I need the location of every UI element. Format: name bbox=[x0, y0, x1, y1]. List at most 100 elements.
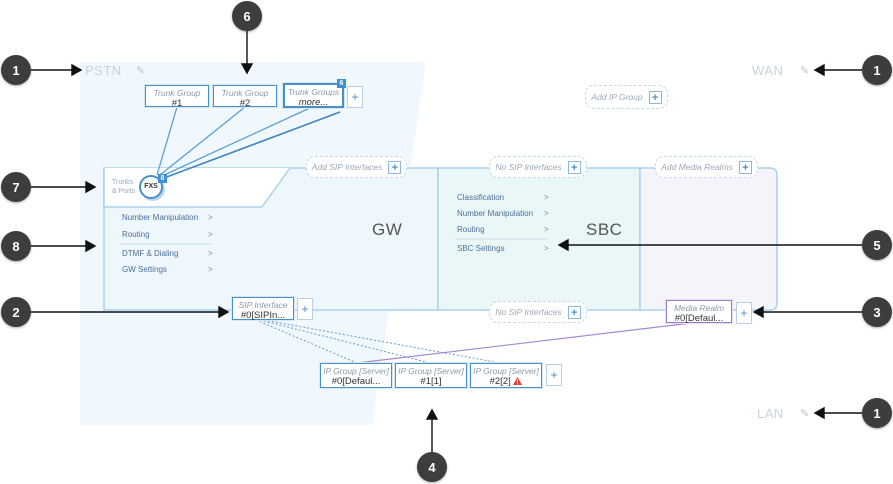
trunk-line-3 bbox=[161, 106, 313, 177]
trunk-group-title: Trunk Groups bbox=[287, 87, 340, 97]
no-sip-interfaces-label: No SIP Interfaces bbox=[495, 162, 562, 172]
media-realm-0[interactable]: Media Realm #0[Defaul... bbox=[666, 300, 732, 324]
ip-group-value-row: #2[2] bbox=[471, 376, 541, 388]
wan-edit-icon[interactable]: ✎ bbox=[800, 65, 810, 77]
gw-menu-routing[interactable]: Routing > bbox=[122, 230, 213, 239]
sip-link-1 bbox=[259, 319, 431, 364]
chevron-right-icon: > bbox=[208, 249, 213, 258]
callout-5: 5 bbox=[862, 230, 892, 260]
add-media-realms-label: Add Media Realms bbox=[661, 162, 733, 172]
callout-7: 7 bbox=[1, 172, 31, 202]
sip-interface-0[interactable]: SIP Interface #0[SIPIn... bbox=[232, 297, 294, 321]
menu-item-label: Number Manipulation bbox=[122, 213, 199, 222]
ip-group-title: IP Group [Server] bbox=[323, 366, 389, 376]
menu-item-label: Routing bbox=[122, 230, 150, 239]
chevron-right-icon: > bbox=[544, 244, 549, 253]
ip-group-value: #2[2] bbox=[489, 376, 511, 387]
warning-icon bbox=[513, 377, 523, 385]
trunk-group-title: Trunk Group bbox=[153, 88, 201, 98]
no-sip-interfaces-label: No SIP Interfaces bbox=[495, 307, 562, 317]
callout-8: 8 bbox=[1, 231, 31, 261]
ip-group-1[interactable]: IP Group [Server] #1[1] bbox=[395, 363, 467, 388]
add-ip-group-button[interactable]: + bbox=[648, 90, 662, 104]
gw-menu-dtmf-dialing[interactable]: DTMF & Dialing > bbox=[122, 249, 213, 258]
trunk-line-4 bbox=[163, 111, 341, 179]
menu-item-label: Classification bbox=[457, 193, 505, 202]
trunk-group-title: Trunk Group bbox=[221, 88, 269, 98]
menu-item-label: Routing bbox=[457, 225, 485, 234]
callout-2: 2 bbox=[1, 297, 31, 327]
callout-arrows bbox=[31, 30, 862, 452]
callout-1-lan: 1 bbox=[862, 398, 892, 428]
gw-menu-gw-settings[interactable]: GW Settings > bbox=[122, 265, 213, 274]
add-media-realms-box[interactable]: Add Media Realms + bbox=[655, 156, 758, 178]
trunk-groups-more[interactable]: Trunk Groups more... bbox=[283, 83, 344, 108]
lan-zone-label: LAN bbox=[757, 406, 784, 421]
add-ip-group-lan-button[interactable]: + bbox=[546, 364, 562, 386]
add-sbc-lan-sip-interface-button[interactable]: + bbox=[567, 305, 581, 319]
no-sip-interfaces-bottom-box[interactable]: No SIP Interfaces + bbox=[489, 301, 587, 323]
trunk-group-1[interactable]: Trunk Group #1 bbox=[145, 85, 209, 109]
chevron-right-icon: > bbox=[544, 193, 549, 202]
chevron-right-icon: > bbox=[208, 213, 213, 222]
pstn-zone-label: PSTN bbox=[85, 63, 122, 78]
chevron-right-icon: > bbox=[208, 230, 213, 239]
callout-3: 3 bbox=[862, 297, 892, 327]
sip-interface-title: SIP Interface bbox=[238, 300, 288, 310]
ip-group-0[interactable]: IP Group [Server] #0[Defaul... bbox=[320, 363, 392, 388]
add-ip-group-box[interactable]: Add IP Group + bbox=[585, 85, 668, 109]
menu-item-label: SBC Settings bbox=[457, 244, 505, 253]
fxs-count-badge: 8 bbox=[158, 174, 167, 183]
add-sip-interfaces-label: Add SIP Interfaces bbox=[311, 162, 383, 172]
fxs-label: FXS bbox=[144, 183, 158, 190]
sbc-menu-number-manipulation[interactable]: Number Manipulation > bbox=[457, 209, 549, 218]
chevron-right-icon: > bbox=[208, 265, 213, 274]
chevron-right-icon: > bbox=[544, 209, 549, 218]
add-media-realms-button[interactable]: + bbox=[738, 160, 752, 174]
callout-4: 4 bbox=[417, 452, 447, 482]
trunk-line-1 bbox=[156, 106, 178, 176]
add-sip-interface-button[interactable]: + bbox=[297, 298, 313, 320]
trunk-group-2[interactable]: Trunk Group #2 bbox=[213, 85, 277, 109]
sbc-menu-classification[interactable]: Classification > bbox=[457, 193, 549, 202]
no-sip-interfaces-top-box[interactable]: No SIP Interfaces + bbox=[489, 156, 587, 178]
ip-group-title: IP Group [Server] bbox=[473, 366, 539, 376]
trunk-group-value: more... bbox=[298, 97, 329, 108]
trunk-group-value: #1 bbox=[171, 98, 183, 109]
trunks-ports-line2: & Ports bbox=[112, 188, 135, 195]
menu-item-label: GW Settings bbox=[122, 265, 167, 274]
sbc-menu-routing[interactable]: Routing > bbox=[457, 225, 549, 234]
sbc-menu-sbc-settings[interactable]: SBC Settings > bbox=[457, 244, 549, 253]
callout-1-wan: 1 bbox=[862, 55, 892, 85]
add-sip-interfaces-button[interactable]: + bbox=[388, 160, 402, 174]
menu-item-label: DTMF & Dialing bbox=[122, 249, 179, 258]
trunk-group-value: #2 bbox=[239, 98, 251, 109]
sbc-label: SBC bbox=[586, 220, 623, 239]
media-realm-title: Media Realm bbox=[673, 303, 725, 313]
pstn-edit-icon[interactable]: ✎ bbox=[136, 65, 146, 77]
media-realm-panel bbox=[639, 167, 778, 311]
trunks-ports-line1: Trunks bbox=[112, 179, 134, 186]
sip-interface-value: #0[SIPIn... bbox=[240, 310, 286, 321]
gw-menu-number-manipulation[interactable]: Number Manipulation > bbox=[122, 213, 213, 222]
chevron-right-icon: > bbox=[544, 225, 549, 234]
ip-group-value: #0[Defaul... bbox=[331, 376, 381, 387]
callout-1-pstn: 1 bbox=[1, 55, 31, 85]
ip-group-title: IP Group [Server] bbox=[398, 366, 464, 376]
add-ip-group-label: Add IP Group bbox=[591, 92, 643, 102]
trunk-groups-count-badge: 6 bbox=[337, 79, 346, 88]
ip-group-value: #1[1] bbox=[420, 376, 442, 387]
lan-edit-icon[interactable]: ✎ bbox=[800, 408, 810, 420]
callout-6: 6 bbox=[232, 1, 262, 31]
add-sbc-sip-interface-button[interactable]: + bbox=[567, 160, 581, 174]
add-trunk-group-button[interactable]: + bbox=[347, 86, 363, 108]
media-realm-value: #0[Defaul... bbox=[674, 313, 724, 324]
gw-label: GW bbox=[372, 220, 403, 239]
wan-zone-label: WAN bbox=[752, 63, 784, 78]
trunks-ports-label: Trunks & Ports bbox=[112, 178, 135, 196]
media-realm-link bbox=[356, 321, 701, 364]
trunk-line-2 bbox=[159, 106, 246, 176]
add-media-realm-button[interactable]: + bbox=[736, 302, 752, 324]
ip-group-2[interactable]: IP Group [Server] #2[2] bbox=[470, 363, 542, 388]
add-sip-interfaces-box[interactable]: Add SIP Interfaces + bbox=[306, 156, 407, 178]
